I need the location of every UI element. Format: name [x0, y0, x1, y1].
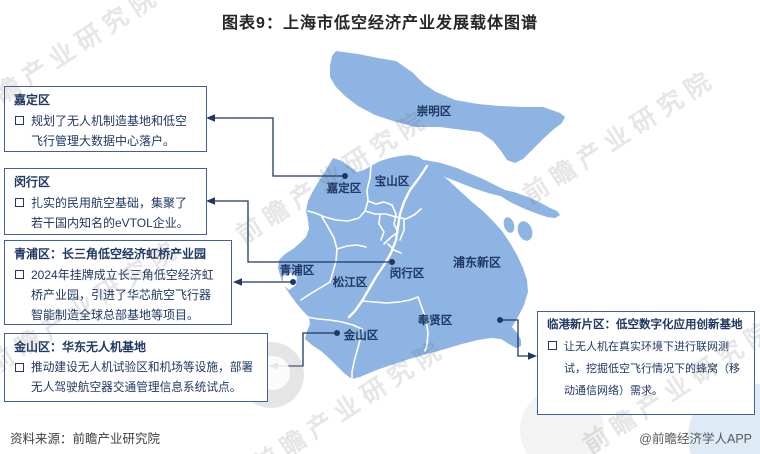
arrow-left-icon	[269, 362, 278, 370]
callout-body-row: 推动建设无人机试验区和机场等设施，部署无人驾驶航空器交通管理信息系统试点。	[14, 358, 258, 398]
map-label-pudong: 浦东新区	[452, 255, 502, 270]
island-shape-changxing	[421, 160, 509, 196]
square-bullet-icon	[15, 270, 24, 279]
arrow-left-icon	[233, 278, 242, 286]
arrow-right-icon	[528, 352, 537, 360]
callout-minhang: 闵行区 扎实的民用航空基础，集聚了若干国内知名的eVTOL企业。	[4, 168, 207, 235]
map-label-chongming: 崇明区	[416, 106, 452, 118]
callout-body-row: 规划了无人机制造基地和低空飞行管理大数据中心落户。	[14, 111, 197, 151]
island-shape-hengsha	[497, 189, 560, 218]
location-dots	[290, 173, 503, 336]
map-label-fengxian: 奉贤区	[417, 315, 453, 327]
square-bullet-icon	[548, 341, 557, 350]
callout-title: 青浦区：长三角低空经济虹桥产业园	[14, 247, 207, 261]
dot-qingpu	[290, 279, 296, 285]
huangpu-river	[347, 164, 429, 319]
callout-body-row: 扎实的民用航空基础，集聚了若干国内知名的eVTOL企业。	[14, 193, 197, 233]
credit-note: @前瞻经济学人APP	[639, 432, 752, 446]
callout-title: 闵行区	[14, 175, 51, 189]
dot-lingang	[497, 317, 503, 323]
callout-title: 嘉定区	[14, 93, 51, 107]
dot-minhang	[389, 259, 395, 265]
island-shape-small-1	[503, 217, 515, 233]
connector-jiading	[214, 117, 342, 177]
square-bullet-icon	[15, 363, 24, 372]
callout-lingang: 临港新片区：低空数字化应用创新基地 让无人机在真实环境下进行联网测试，挖掘低空飞…	[537, 311, 755, 415]
map-label-jinshan: 金山区	[343, 330, 379, 342]
callout-title: 临港新片区：低空数字化应用创新基地	[547, 319, 743, 331]
dot-jiading	[342, 173, 348, 179]
map-label-songjiang: 松江区	[332, 277, 368, 289]
callout-body: 2024年挂牌成立长三角低空经济虹桥产业园，引进了华芯航空飞行器智能制造全球总部…	[31, 268, 214, 322]
chart-title: 图表9：上海市低空经济产业发展载体图谱	[222, 15, 538, 32]
map-label-minhang: 闵行区	[389, 268, 425, 280]
callout-jiading: 嘉定区 规划了无人机制造基地和低空飞行管理大数据中心落户。	[4, 86, 207, 152]
callout-body: 推动建设无人机试验区和机场等设施，部署无人驾驶航空器交通管理信息系统试点。	[31, 361, 254, 394]
source-note: 资料来源：前瞻产业研究院	[10, 432, 161, 446]
arrow-left-icon	[206, 114, 215, 122]
connector-lingang	[500, 319, 528, 357]
callout-title: 金山区：华东无人机基地	[14, 340, 147, 354]
map-label-jiading: 嘉定区	[326, 183, 362, 195]
island-shape-small-2	[517, 221, 533, 241]
connector-jinshan	[277, 332, 334, 367]
square-bullet-icon	[15, 116, 24, 125]
map-label-baoshan: 宝山区	[374, 176, 410, 188]
callout-body-row: 2024年挂牌成立长三角低空经济虹桥产业园，引进了华芯航空飞行器智能制造全球总部…	[14, 265, 222, 325]
connector-lines	[214, 117, 528, 367]
callout-body-row: 让无人机在真实环境下进行联网测试，挖掘低空飞行情况下的蜂窝（移动通信网络）需求。	[547, 336, 745, 402]
arrow-left-icon	[206, 197, 215, 205]
square-bullet-icon	[15, 198, 24, 207]
callout-body: 规划了无人机制造基地和低空飞行管理大数据中心落户。	[31, 114, 188, 148]
callout-qingpu: 青浦区：长三角低空经济虹桥产业园 2024年挂牌成立长三角低空经济虹桥产业园，引…	[4, 240, 232, 325]
connector-minhang	[214, 200, 389, 263]
map-landmass	[278, 51, 565, 379]
dot-jinshan	[334, 330, 340, 336]
map-label-qingpu: 青浦区	[279, 265, 315, 277]
callout-body: 让无人机在真实环境下进行联网测试，挖掘低空飞行情况下的蜂窝（移动通信网络）需求。	[564, 341, 740, 397]
callout-body: 扎实的民用航空基础，集聚了若干国内知名的eVTOL企业。	[31, 196, 189, 230]
district-shape-chongming	[330, 51, 565, 163]
mainland-shape	[278, 155, 528, 379]
district-borders	[300, 164, 429, 380]
callout-jinshan: 金山区：华东无人机基地 推动建设无人机试验区和机场等设施，部署无人驾驶航空器交通…	[4, 333, 268, 402]
